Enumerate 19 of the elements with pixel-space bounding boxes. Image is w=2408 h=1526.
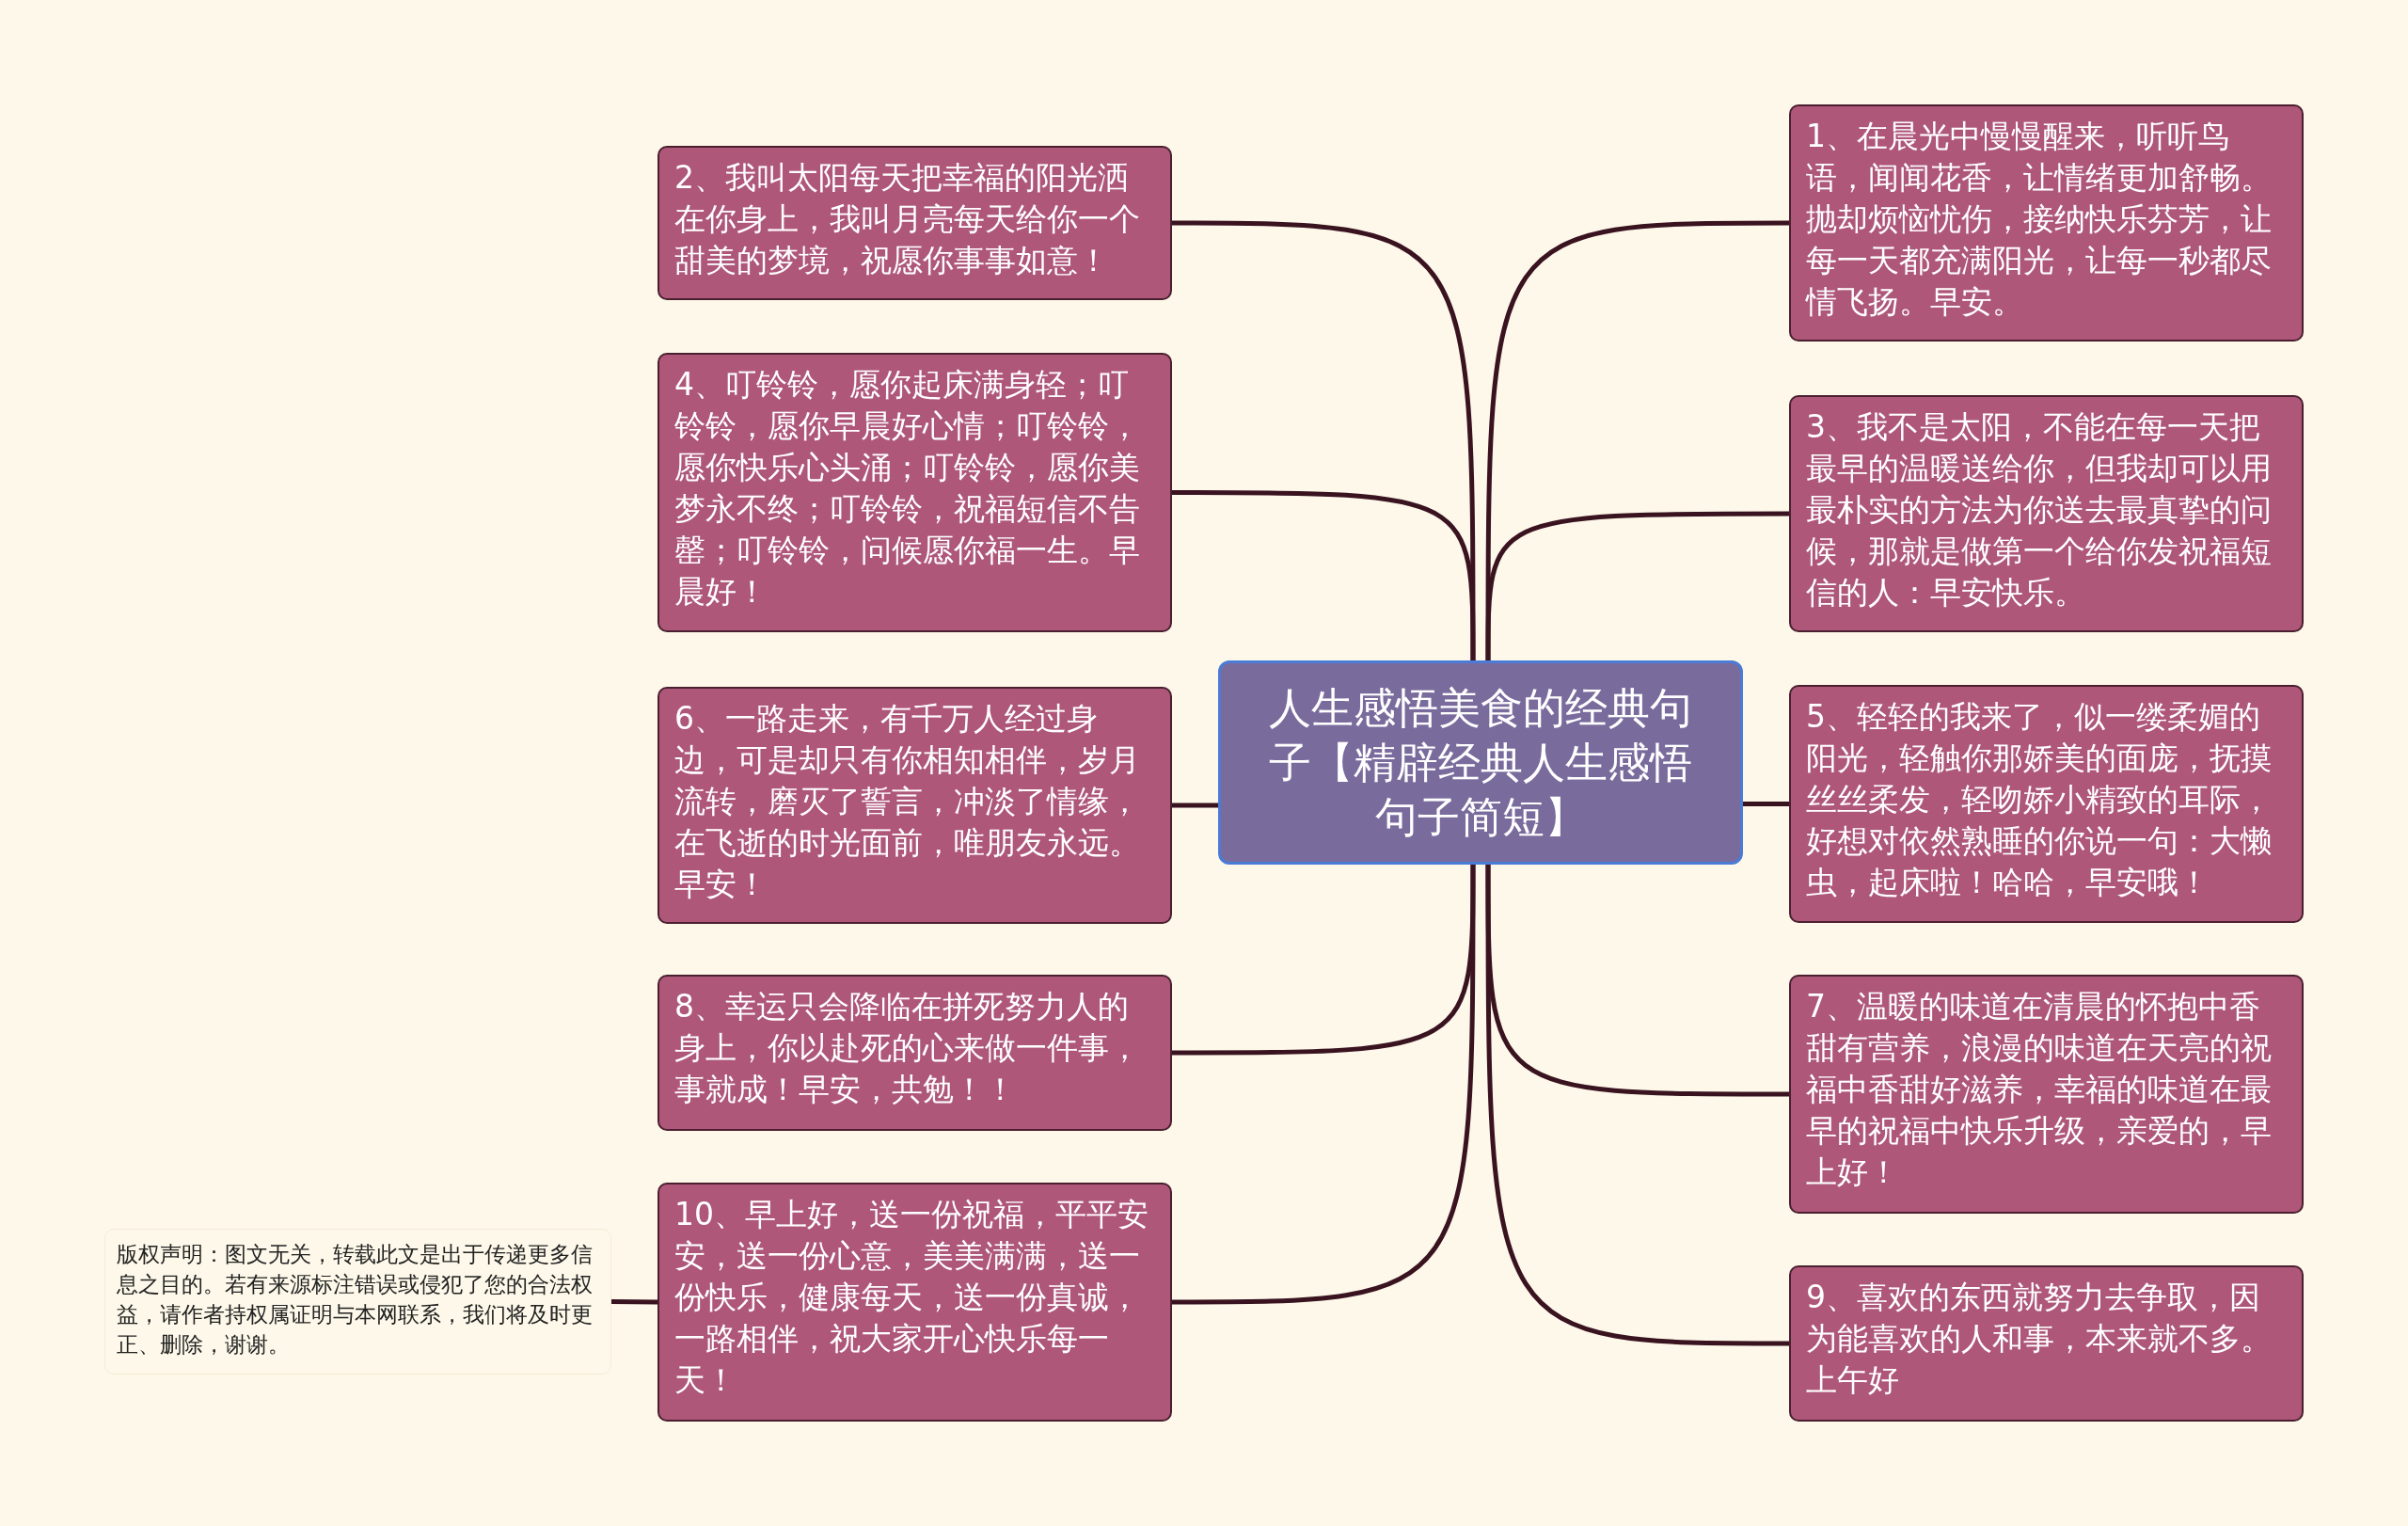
message-box: 7、温暖的味道在清晨的怀抱中香甜有营养，浪漫的味道在天亮的祝福中香甜好滋养，幸福的味道在最早的祝福中快乐升级，亲爱的，早上好！ <box>1789 975 2304 1214</box>
message-box: 3、我不是太阳，不能在每一天把最早的温暖送给你，但我却可以用最朴实的方法为你送去最真挚的问候，那就是做第一个给你发祝福短信的人：早安快乐。 <box>1789 395 2304 632</box>
copyright-note: 版权声明：图文无关，转载此文是出于传递更多信息之目的。若有来源标注错误或侵犯了您的合法权益，请作者持权属证明与本网联系，我们将及时更正、删除，谢谢。 <box>104 1229 611 1375</box>
message-box: 6、一路走来，有千万人经过身边，可是却只有你相知相伴，岁月流转，磨灭了誓言，冲淡了情缘，在飞逝的时光面前，唯朋友永远。早安！ <box>657 687 1172 924</box>
connector <box>1743 802 1789 806</box>
connector <box>610 1299 658 1305</box>
message-box: 10、早上好，送一份祝福，平平安安，送一份心意，美美满满，送一份快乐，健康每天，送一份真诚，一路相伴，祝大家开心快乐每一天！ <box>657 1183 1172 1422</box>
connector <box>1172 490 1476 660</box>
connector <box>1172 865 1476 1305</box>
message-box: 2、我叫太阳每天把幸福的阳光洒在你身上，我叫月亮每天给你一个甜美的梦境，祝愿你事事如意！ <box>657 146 1172 300</box>
message-box: 8、幸运只会降临在拼死努力人的身上，你以赴死的心来做一件事，事就成！早安，共勉！！ <box>657 975 1172 1131</box>
topic-box: 人生感悟美食的经典句子【精辟经典人生感悟句子简短】 <box>1218 660 1743 865</box>
message-box: 5、轻轻的我来了，似一缕柔媚的阳光，轻触你那娇美的面庞，抚摸丝丝柔发，轻吻娇小精致的耳际，好想对依然熟睡的你说一句：大懒虫，起床啦！哈哈，早安哦！ <box>1789 685 2304 923</box>
message-box: 9、喜欢的东西就努力去争取，因为能喜欢的人和事，本来就不多。上午好 <box>1789 1265 2304 1422</box>
connector <box>1485 865 1789 1346</box>
message-box: 4、叮铃铃，愿你起床满身轻；叮铃铃，愿你早晨好心情；叮铃铃，愿你快乐心头涌；叮铃铃，愿你美梦永不终；叮铃铃，祝福短信不告罄；叮铃铃，问候愿你福一生。早晨好！ <box>657 353 1172 632</box>
connector <box>1485 511 1789 660</box>
connector <box>1172 803 1218 808</box>
message-box: 1、在晨光中慢慢醒来，听听鸟语，闻闻花香，让情绪更加舒畅。抛却烦恼忧伤，接纳快乐芬芳，让每一天都充满阳光，让每一秒都尽情飞扬。早安。 <box>1789 104 2304 342</box>
